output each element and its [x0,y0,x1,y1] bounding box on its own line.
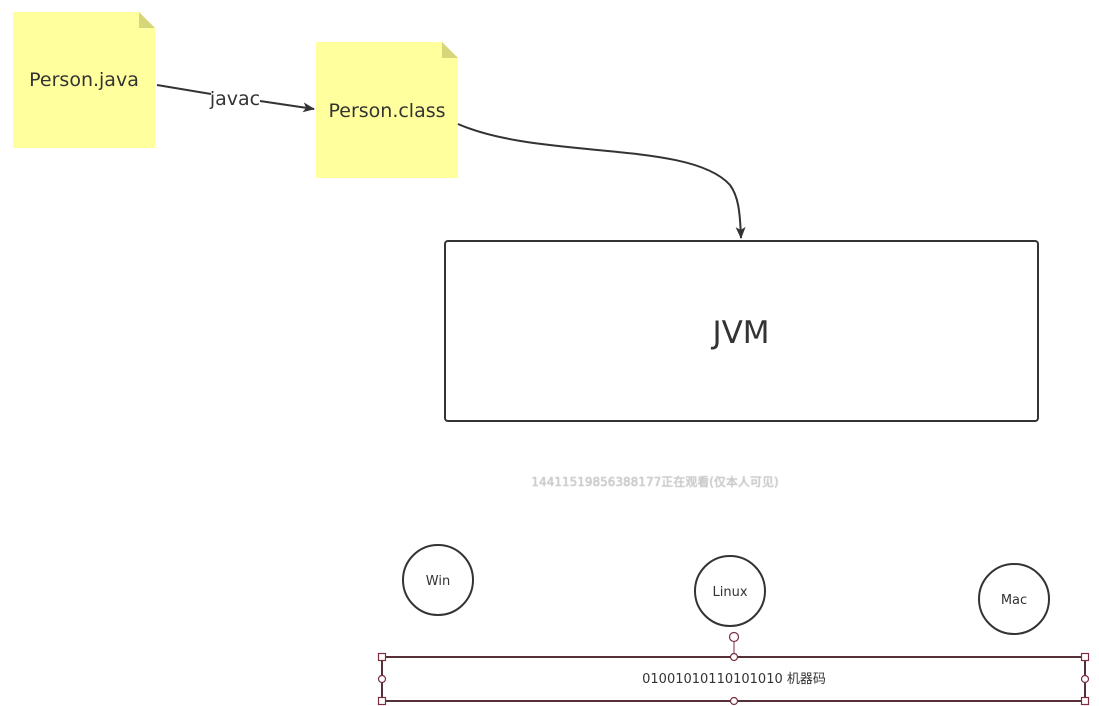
resize-handle-sw[interactable] [377,696,387,706]
selection-handles[interactable] [377,631,1090,706]
resize-handle-e[interactable] [1080,674,1090,684]
jvm-label: JVM [710,315,769,351]
edge-javac[interactable]: javac [156,84,315,113]
note-person-java[interactable]: Person.java [13,12,155,148]
rotate-handle[interactable] [728,631,740,643]
node-win-label: Win [426,574,450,589]
resize-handle-w[interactable] [377,674,387,684]
machine-code-label: 01001010110101010 机器码 [642,672,826,687]
note-person-java-label: Person.java [29,69,139,91]
resize-handle-nw[interactable] [377,652,387,662]
node-mac[interactable]: Mac [978,563,1050,635]
jvm-box[interactable]: JVM [444,240,1039,422]
resize-handle-s[interactable] [729,696,739,706]
note-person-class[interactable]: Person.class [316,42,458,178]
note-person-class-label: Person.class [328,100,445,122]
edge-javac-label: javac [209,88,260,110]
node-linux[interactable]: Linux [694,555,766,627]
node-linux-label: Linux [712,585,747,600]
machine-code-box[interactable]: 01001010110101010 机器码 [381,656,1086,702]
node-win[interactable]: Win [402,544,474,616]
node-mac-label: Mac [1001,593,1027,608]
edge-class-to-jvm[interactable] [457,123,746,239]
resize-handle-se[interactable] [1080,696,1090,706]
resize-handle-n[interactable] [729,652,739,662]
resize-handle-ne[interactable] [1080,652,1090,662]
